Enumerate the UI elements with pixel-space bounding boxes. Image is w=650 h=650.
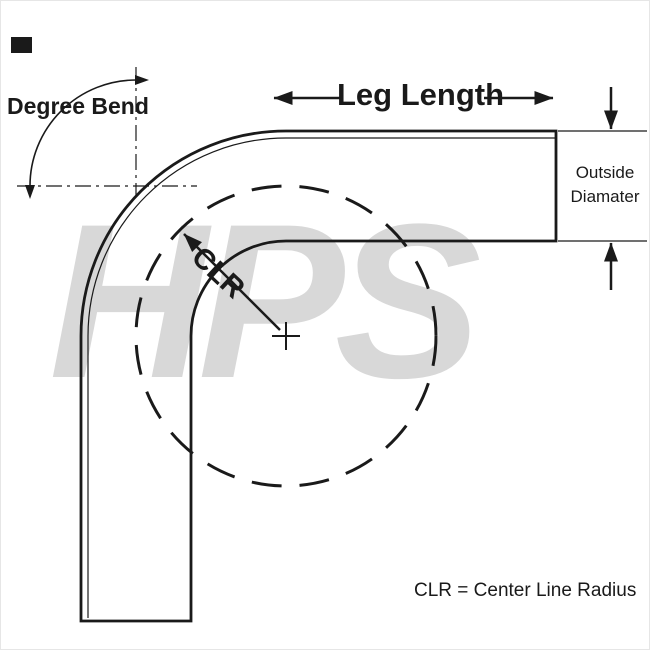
clr-dashed-circle — [134, 184, 438, 488]
degree-bend-arrowhead-bottom — [25, 185, 35, 199]
outside-diameter-label-line2: Diamater — [570, 186, 640, 206]
outside-diameter-label-line1: Outside — [575, 163, 635, 182]
degree-bend-label: Degree Bend — [7, 93, 149, 119]
corner-artifact-mark — [11, 37, 32, 53]
outside-diameter-label: Outside Diamater — [559, 161, 649, 209]
tube-wall-inner-line — [87, 137, 556, 618]
degree-bend-arc — [29, 79, 137, 187]
leg-length-label: Leg Length — [337, 77, 505, 112]
watermark-hps-logo: HPS — [49, 178, 481, 424]
degree-bend-arrowhead-top — [135, 75, 149, 85]
tube-outline — [79, 129, 558, 623]
clr-radius-arrow — [183, 233, 281, 331]
clr-definition-label: CLR = Center Line Radius — [414, 580, 637, 601]
center-cross — [272, 322, 300, 350]
